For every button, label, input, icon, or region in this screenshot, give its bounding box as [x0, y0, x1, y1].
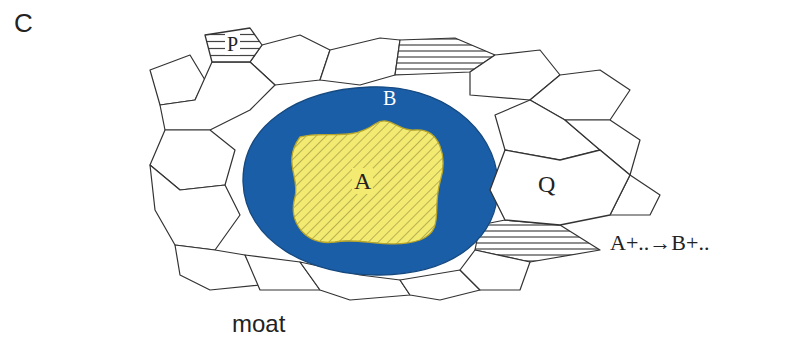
grain-node: A: [280, 112, 450, 247]
node-outline: [486, 146, 634, 230]
reaction-note: A+..→B+..: [610, 232, 709, 254]
grain: [460, 250, 530, 290]
panel-letter: C: [14, 10, 33, 36]
phase-letter: B: [383, 88, 396, 108]
phase-letter: P: [225, 33, 240, 55]
phase-letter: Q: [538, 172, 555, 196]
phase-letter: A: [352, 168, 373, 194]
grain: [320, 38, 400, 85]
moat-label: moat: [232, 312, 285, 336]
grain: [150, 165, 240, 250]
grain-node: P: [200, 24, 266, 66]
grain: [175, 245, 260, 290]
grain-node: BA: [240, 82, 502, 280]
grain: [160, 62, 275, 130]
grain-node: Q: [486, 146, 634, 230]
